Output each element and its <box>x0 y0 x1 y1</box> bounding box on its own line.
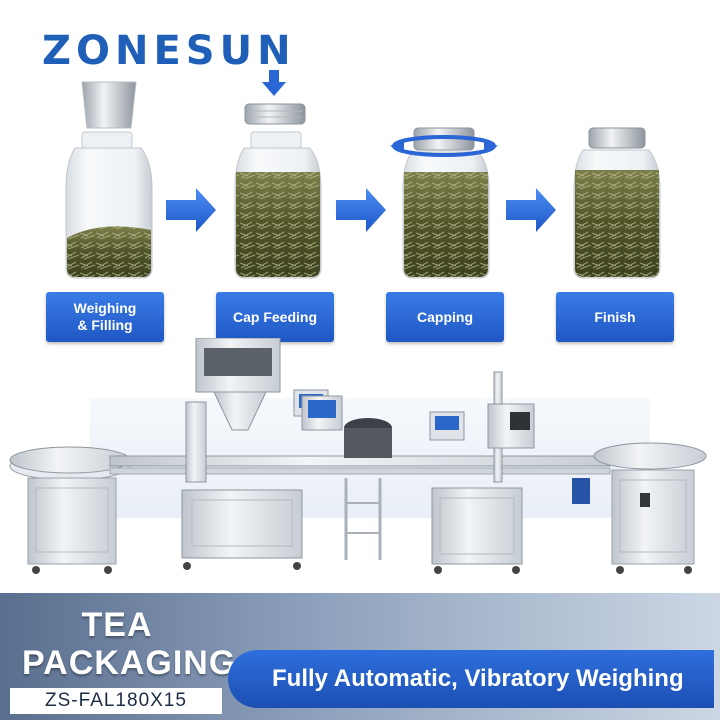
right-turntable <box>572 442 707 574</box>
step-label-cap-feeding: Cap Feeding <box>216 292 334 342</box>
jar-icon <box>573 127 661 279</box>
step-label-finish: Finish <box>556 292 674 342</box>
capping-machine <box>429 371 535 574</box>
left-turntable <box>9 446 131 574</box>
step-label-capping: Capping <box>386 292 504 342</box>
machine-line-illustration <box>9 338 707 574</box>
rotate-arrow-icon <box>390 135 498 157</box>
right-arrow-icon <box>506 188 556 232</box>
down-arrow-icon <box>262 70 286 96</box>
cap-icon <box>244 103 306 125</box>
product-title: TEA PACKAGING <box>22 606 237 682</box>
brand-logo: ZONESUN <box>42 28 296 74</box>
jar-icon <box>234 131 322 279</box>
jar-icon <box>402 127 490 279</box>
jar-icon <box>65 131 153 279</box>
conveyor <box>109 455 611 475</box>
cup-icon <box>81 81 137 129</box>
step-label-weighing: Weighing& Filling <box>46 292 164 342</box>
cap-feeder <box>301 395 392 560</box>
right-arrow-icon <box>166 188 216 232</box>
filling-machine <box>181 338 329 570</box>
right-arrow-icon <box>336 188 386 232</box>
process-illustration <box>65 70 661 279</box>
feature-banner: Fully Automatic, Vibratory Weighing <box>228 650 714 708</box>
model-number: ZS-FAL180X15 <box>10 688 222 714</box>
